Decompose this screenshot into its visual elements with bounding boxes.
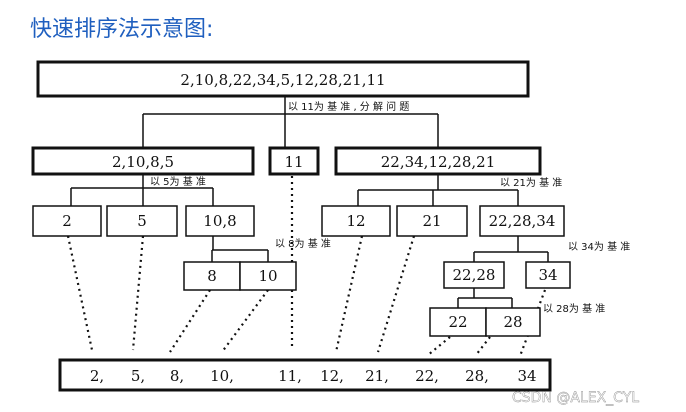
leaf-5-frame	[106, 205, 178, 237]
leaf-28-box: 28	[485, 307, 541, 337]
root-box-label: 2,10,8,22,34,5,12,28,21,11	[180, 71, 385, 89]
dotted-line-10	[221, 289, 269, 353]
pivot-11-frame	[268, 146, 320, 176]
leaf-12-label: 12	[346, 212, 365, 230]
tree-connectors	[70, 96, 549, 308]
leaf-21-label: 21	[422, 212, 441, 230]
leaf-21-box: 21	[396, 205, 468, 237]
left-partition-frame	[31, 146, 255, 176]
result-value: 22,	[415, 367, 439, 385]
part-10-8-frame	[185, 205, 255, 237]
result-box: 2, 5, 8, 10, 11, 12, 21, 22, 28, 34	[58, 358, 552, 392]
part-22-28-34-frame	[479, 205, 565, 237]
leaf-21-frame	[396, 205, 468, 237]
result-value: 12,	[320, 367, 344, 385]
right-partition-frame	[334, 146, 542, 176]
part-10-8-label: 10,8	[203, 212, 236, 230]
leaf-8-label: 8	[207, 267, 217, 285]
result-value: 10,	[210, 367, 234, 385]
leaf-8-frame	[183, 261, 241, 291]
pivot-note-5: 以 5为 基 准	[150, 175, 206, 188]
leaf-34-frame	[525, 261, 571, 289]
result-value: 11,	[278, 367, 302, 385]
dotted-line-12	[334, 235, 364, 353]
pivot-note-21: 以 21为 基 准	[500, 176, 562, 189]
dotted-line-21	[376, 235, 416, 353]
leaf-5-box: 5	[106, 205, 178, 237]
pivot-note-28: 以 28为 基 准	[543, 302, 605, 315]
leaf-8-box: 8	[183, 261, 241, 291]
leaf-28-frame	[485, 307, 541, 337]
result-value: 21,	[365, 367, 389, 385]
leaf-34-label: 34	[538, 266, 557, 284]
dotted-line-22	[427, 336, 451, 356]
part-22-28-34-label: 22,28,34	[489, 212, 556, 230]
leaf-10-frame	[239, 261, 297, 291]
left-partition-box: 2,10,8,5	[31, 146, 255, 176]
dotted-line-2	[66, 235, 94, 351]
dotted-line-8	[169, 289, 211, 353]
pivot-note-34: 以 34为 基 准	[568, 240, 630, 253]
dotted-line-5	[131, 235, 145, 351]
leaf-2-frame	[32, 205, 102, 237]
pivot-11-box: 11	[268, 146, 320, 176]
leaf-28-label: 28	[503, 313, 522, 331]
watermark: CSDN @ALEX_CYL	[512, 390, 639, 406]
leaf-12-box: 12	[321, 205, 391, 237]
leaf-2-box: 2	[32, 205, 102, 237]
leaf-22-box: 22	[429, 307, 487, 337]
page-title: 快速排序法示意图:	[30, 17, 213, 42]
part-22-28-34-box: 22,28,34	[479, 205, 565, 237]
part-22-28-label: 22,28	[453, 266, 496, 284]
leaf-2-label: 2	[62, 212, 72, 230]
result-value: 28,	[465, 367, 489, 385]
left-partition-label: 2,10,8,5	[112, 153, 174, 171]
result-dotted-lines	[66, 176, 547, 357]
leaf-34-box: 34	[525, 261, 571, 289]
part-10-8-box: 10,8	[185, 205, 255, 237]
part-22-28-box: 22,28	[443, 261, 505, 289]
part-22-28-frame	[443, 261, 505, 289]
root-box: 2,10,8,22,34,5,12,28,21,11	[36, 60, 530, 98]
pivot-note-11: 以 11为 基 准 , 分 解 问 题	[288, 100, 409, 113]
result-value: 34	[517, 367, 536, 385]
dotted-line-28	[475, 336, 491, 356]
leaf-10-box: 10	[239, 261, 297, 291]
pivot-note-8: 以 8为 基 准	[275, 237, 331, 250]
leaf-22-frame	[429, 307, 487, 337]
root-box-frame	[36, 60, 530, 98]
result-value: 2,	[90, 367, 104, 385]
right-partition-box: 22,34,12,28,21	[334, 146, 542, 176]
leaf-10-label: 10	[258, 267, 277, 285]
leaf-22-label: 22	[448, 313, 467, 331]
pivot-11-label: 11	[284, 153, 303, 171]
right-partition-label: 22,34,12,28,21	[381, 153, 496, 171]
leaf-5-label: 5	[137, 212, 147, 230]
result-value: 8,	[170, 367, 184, 385]
result-value: 5,	[131, 367, 145, 385]
leaf-12-frame	[321, 205, 391, 237]
result-box-frame	[58, 358, 552, 392]
